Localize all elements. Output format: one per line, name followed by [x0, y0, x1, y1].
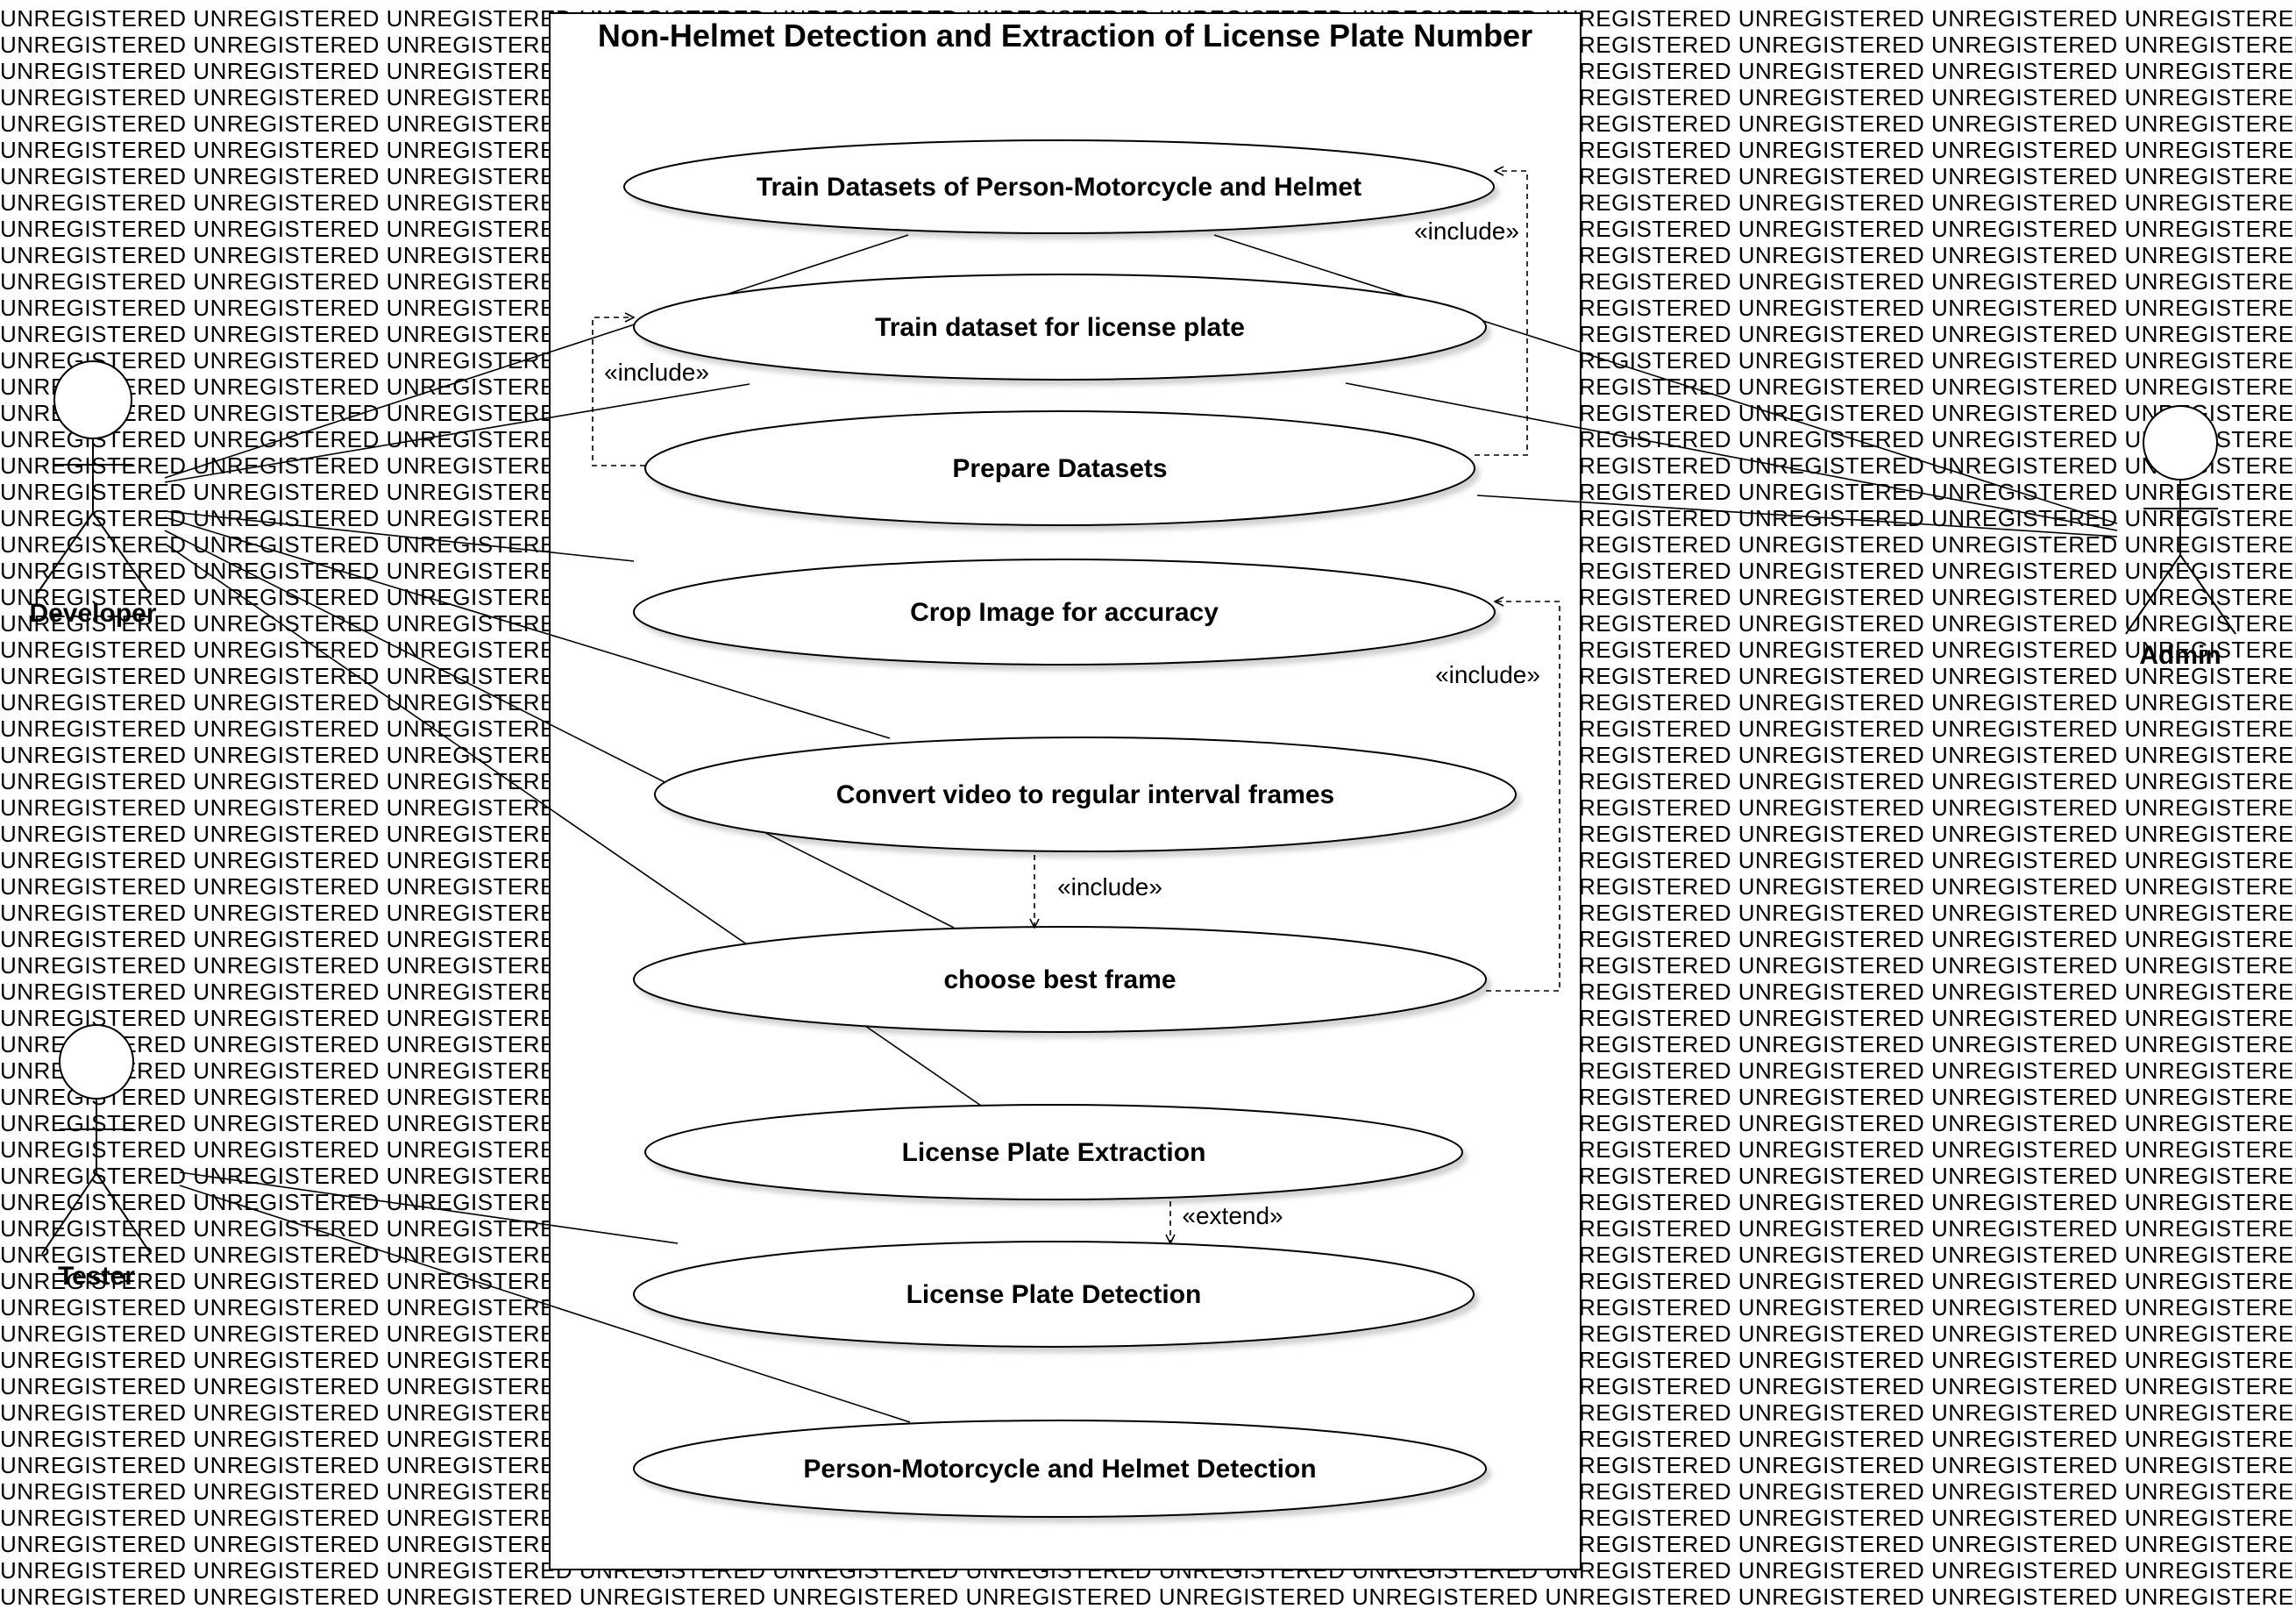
assoc-admin-prepare[interactable] [1476, 495, 2118, 537]
use-case-detect-helmet[interactable]: Person-Motorcycle and Helmet Detection [633, 1420, 1487, 1518]
system-title: Non-Helmet Detection and Extraction of L… [598, 18, 1532, 53]
include-label: «include» [1414, 217, 1519, 245]
use-case-train-plate[interactable]: Train dataset for license plate [633, 274, 1487, 381]
use-case-label: Convert video to regular interval frames [836, 780, 1335, 809]
assoc-developer-crop[interactable] [164, 510, 635, 562]
watermark-text: UNREGISTERED UNREGISTERED UNREGISTERED U… [0, 1584, 2296, 1610]
use-case-label: Prepare Datasets [952, 454, 1167, 483]
use-case-detect-plate[interactable]: License Plate Detection [633, 1241, 1475, 1348]
use-case-label: Crop Image for accuracy [910, 598, 1219, 627]
include-prepare-plate[interactable] [592, 317, 645, 466]
dependencies [592, 171, 1560, 1243]
actor-label-tester: Tester [58, 1262, 135, 1291]
include-label: «include» [604, 359, 709, 386]
use-case-label: Train dataset for license plate [875, 313, 1245, 342]
assoc-developer-choose[interactable] [164, 530, 955, 929]
use-case-train-helmet[interactable]: Train Datasets of Person-Motorcycle and … [623, 139, 1495, 234]
assoc-tester-detect-helmet[interactable] [179, 1185, 911, 1423]
assoc-admin-train-helmet[interactable] [1213, 234, 2118, 524]
include-prepare-helmet[interactable] [1475, 171, 1528, 456]
assoc-admin-train-plate[interactable] [1345, 382, 2118, 531]
use-case-extract[interactable]: License Plate Extraction [644, 1104, 1463, 1200]
actor-label-developer: Developer [29, 599, 156, 628]
use-case-label: Person-Motorcycle and Helmet Detection [803, 1455, 1316, 1484]
assoc-developer-train-helmet[interactable] [164, 234, 909, 479]
associations [164, 234, 2118, 1423]
use-case-crop[interactable]: Crop Image for accuracy [633, 559, 1496, 666]
use-case-convert[interactable]: Convert video to regular interval frames [654, 737, 1517, 852]
include-label: «include» [1435, 661, 1540, 688]
use-case-label: choose best frame [943, 965, 1176, 994]
extend-label: «extend» [1182, 1202, 1283, 1229]
actor-developer[interactable] [37, 360, 150, 594]
assoc-developer-convert[interactable] [164, 516, 891, 739]
use-case-label: License Plate Extraction [902, 1138, 1206, 1167]
use-case-prepare[interactable]: Prepare Datasets [644, 410, 1475, 526]
use-case-label: License Plate Detection [906, 1280, 1202, 1309]
actor-label-admin: Admin [2139, 641, 2221, 670]
actor-head [59, 1024, 134, 1100]
assoc-developer-train-plate[interactable] [164, 383, 750, 483]
actor-head [2143, 405, 2218, 480]
assoc-tester-detect-plate[interactable] [179, 1171, 679, 1244]
actor-admin[interactable] [2125, 405, 2236, 635]
actor-head [53, 360, 132, 439]
include-label: «include» [1057, 873, 1162, 900]
include-choose-crop[interactable] [1486, 602, 1560, 992]
use-case-choose[interactable]: choose best frame [633, 926, 1487, 1033]
actor-tester[interactable] [41, 1024, 152, 1255]
use-case-label: Train Datasets of Person-Motorcycle and … [757, 173, 1361, 202]
